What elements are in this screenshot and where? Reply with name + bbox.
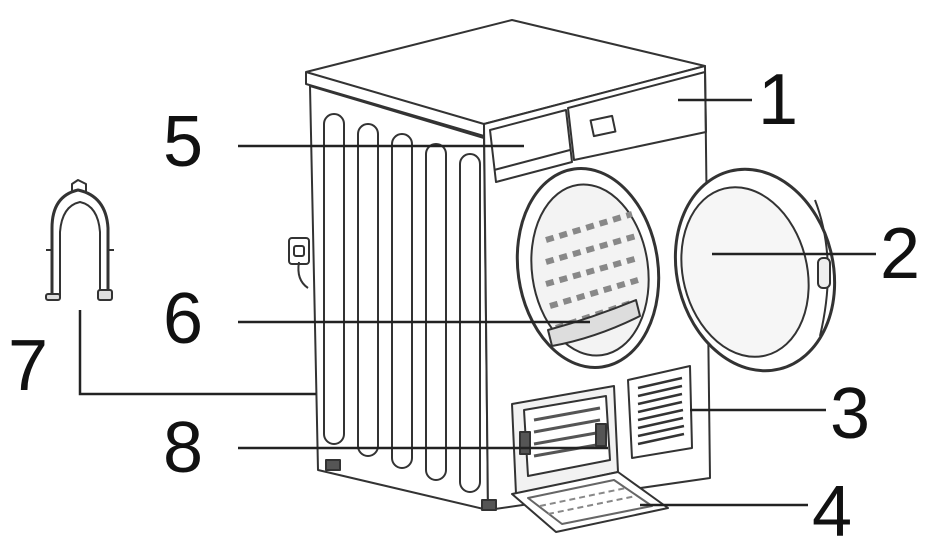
leader-line-7 (78, 310, 316, 396)
callout-4: 4 (812, 472, 853, 552)
drain-hose-holder (45, 179, 114, 301)
dryer-feet (325, 459, 497, 511)
leader-lines (78, 98, 876, 507)
callout-2: 2 (880, 214, 921, 294)
callout-1: 1 (758, 60, 799, 140)
callout-8: 8 (163, 408, 204, 488)
control-panel (567, 71, 707, 161)
callout-5: 5 (163, 102, 204, 182)
drum-opening (515, 166, 661, 370)
power-socket (288, 237, 310, 289)
callout-3: 3 (830, 374, 871, 454)
callout-7: 7 (8, 326, 49, 406)
dryer-door (673, 167, 837, 373)
air-vent (627, 365, 693, 459)
callout-6: 6 (163, 279, 204, 359)
water-container (489, 109, 573, 183)
condenser-compartment (511, 385, 619, 495)
dryer-side-panel (309, 85, 489, 511)
